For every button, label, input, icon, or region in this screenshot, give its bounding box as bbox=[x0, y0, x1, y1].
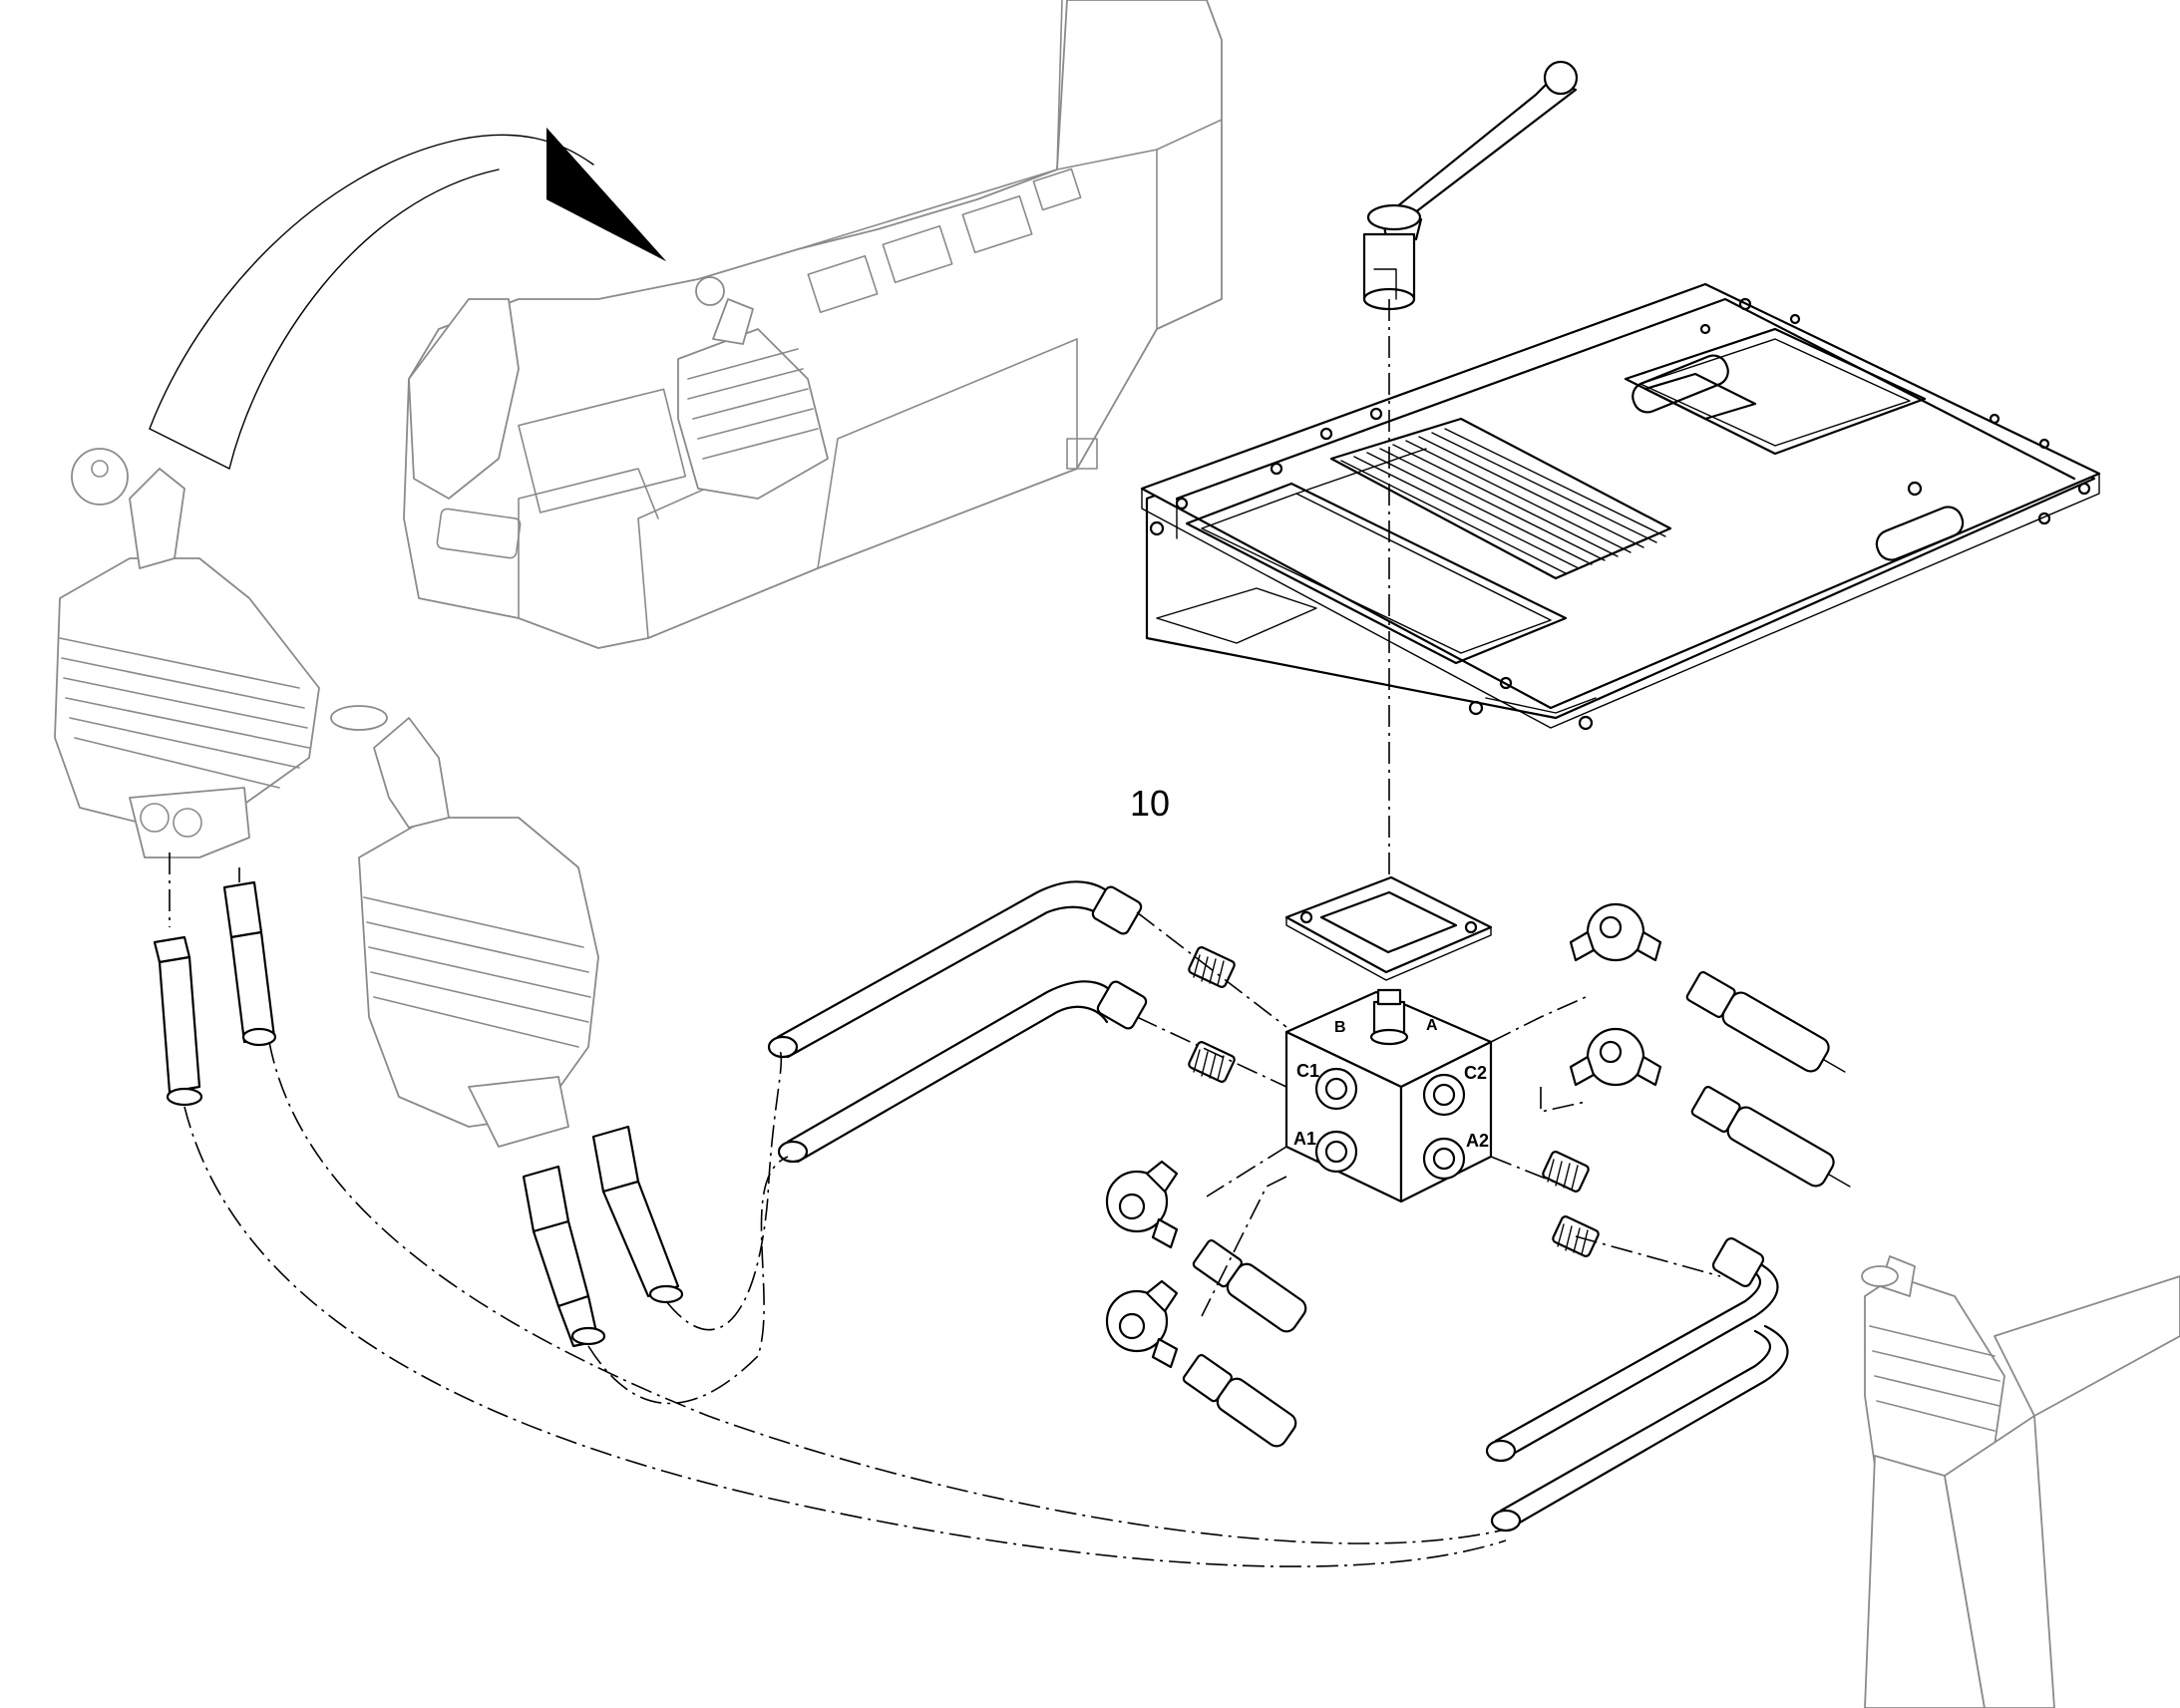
floor-plate bbox=[1140, 282, 2101, 731]
callout-item-10: 10 bbox=[1130, 783, 1170, 824]
port-label-b: B bbox=[1334, 1019, 1346, 1036]
port-label-a1: A1 bbox=[1293, 1129, 1316, 1149]
rubber-pad-ribs bbox=[1340, 428, 1666, 574]
bent-hoses-right bbox=[1485, 1237, 1789, 1533]
port-label-c1: C1 bbox=[1296, 1061, 1319, 1081]
port-label-a: A bbox=[1426, 1017, 1438, 1034]
hose-pair-middle bbox=[522, 1125, 684, 1348]
transfer-arrow bbox=[149, 128, 666, 470]
adapter-hoses bbox=[1182, 971, 1851, 1448]
operator-console-ghost bbox=[403, 0, 1223, 649]
port-label-c2: C2 bbox=[1464, 1063, 1487, 1083]
armrest-ghost-right bbox=[1861, 1255, 2180, 1708]
valve-block: C1 C2 A1 A2 B A bbox=[1284, 988, 1493, 1203]
joystick-left-ghost bbox=[54, 448, 320, 858]
plate-bolt-holes bbox=[1149, 297, 2091, 731]
elbow-fittings bbox=[1105, 902, 1662, 1369]
joystick-middle-ghost bbox=[330, 705, 599, 1148]
bent-hoses-left bbox=[767, 880, 1148, 1164]
center-lines bbox=[169, 299, 1721, 1567]
port-label-a2: A2 bbox=[1466, 1131, 1489, 1151]
hose-pair-left bbox=[153, 880, 277, 1107]
lever-handle bbox=[1362, 60, 1579, 311]
gasket bbox=[1284, 875, 1493, 981]
